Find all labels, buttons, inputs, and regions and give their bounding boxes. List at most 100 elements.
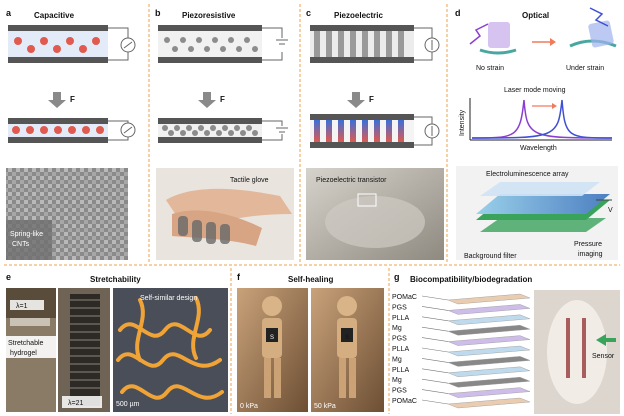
layer-label: POMaC (392, 398, 417, 405)
x-axis-label: Wavelength (520, 145, 557, 152)
layer-label: PGS (392, 304, 407, 311)
panel-d-title: Optical (522, 11, 549, 20)
force-label: F (220, 95, 225, 104)
photo-self-similar-design: Self-similar design 500 µm (113, 288, 228, 412)
layer-stack (447, 293, 531, 409)
layer-sheet (447, 366, 531, 378)
layer-sheet (447, 345, 531, 357)
layer-sheet (447, 356, 531, 367)
panel-e-title: Stretchability (90, 275, 141, 284)
panel-b-letter: b (155, 8, 161, 18)
right-caption: 50 kPa (314, 403, 336, 410)
hydrogel-label-line2: hydrogel (10, 350, 37, 357)
voltage-label: V (608, 207, 613, 214)
force-label: F (369, 95, 374, 104)
photo-tactile-glove: Tactile glove (156, 168, 294, 260)
layer-label: Mg (392, 356, 402, 363)
layer-label: Mg (392, 325, 402, 332)
panel-a-title: Capacitive (34, 11, 75, 20)
panel-g-title: Biocompatibility/biodegradation (410, 275, 532, 284)
panel-g: g Biocompatibility/biodegradation POMaCP… (392, 272, 620, 414)
force-arrow: F (347, 92, 374, 108)
piezo-compressed (310, 114, 440, 148)
layer-sheet (447, 397, 531, 409)
spectrum-peak-no-strain (471, 99, 613, 139)
svg-text:S: S (270, 335, 274, 341)
spectrum-plot: Intensity Wavelength (459, 98, 613, 152)
no-strain-label: No strain (476, 65, 504, 72)
layer-leader-line (421, 378, 449, 384)
panel-f: f Self-healing S 0 kPa S 50 kPa (237, 272, 384, 412)
panel-d-letter: d (455, 8, 461, 18)
layer-sheet (447, 376, 531, 388)
layer-leader-line (421, 347, 449, 353)
sensor-label: Sensor (592, 353, 615, 360)
y-axis-label: Intensity (459, 109, 466, 136)
force-arrow: F (48, 92, 75, 108)
capacitor-relaxed (8, 25, 136, 63)
layer-sheet (447, 324, 531, 336)
pressure-imaging-line2: imaging (578, 251, 603, 258)
electroluminescence-array: Electroluminescence array V Pressure ima… (456, 166, 618, 260)
panel-c-letter: c (306, 8, 311, 18)
spectrum-peak-under-strain (471, 99, 613, 139)
layer-leader-line (421, 316, 449, 322)
sensor-arrow-icon (596, 334, 616, 346)
layer-sheet (447, 314, 531, 326)
panel-d: d Optical No strain Under strain Laser m… (455, 7, 618, 260)
layer-label: PGS (392, 336, 407, 343)
panel-f-title: Self-healing (288, 275, 333, 284)
layer-leader-line (421, 389, 449, 394)
resistor-compressed (158, 118, 288, 143)
panel-b-title: Piezoresistive (182, 11, 236, 20)
layer-leader-line (421, 326, 449, 332)
layer-label: PLLA (392, 367, 409, 374)
under-strain-label: Under strain (566, 65, 604, 72)
panel-c: c Piezoelectric F (306, 8, 444, 260)
layer-leader-line (421, 358, 449, 363)
layer-label: PLLA (392, 346, 409, 353)
panel-e: e Stretchability λ=1 Stretchable hydroge… (6, 272, 228, 412)
photo-piezo-transistor: Piezoelectric transistor (306, 168, 444, 260)
lambda-1-label: λ=1 (16, 303, 28, 310)
panel-dividers (4, 4, 620, 414)
svg-text:S: S (345, 335, 349, 341)
capacitor-compressed (8, 118, 136, 143)
panel-b: b Piezoresistive F (155, 8, 294, 260)
layer-label: PLLA (392, 315, 409, 322)
layer-sheet (447, 304, 531, 315)
photo-rat-implant: Sensor (534, 290, 620, 414)
charge-row-top (14, 37, 100, 53)
photo-caption-line2: CNTs (12, 241, 30, 248)
layer-leader-line (421, 295, 449, 301)
laser-label: Laser mode moving (504, 87, 566, 94)
panel-a-letter: a (6, 8, 12, 18)
lambda-21-label: λ=21 (68, 400, 83, 407)
left-caption: 0 kPa (240, 403, 258, 410)
photo-hydrogel-stretched: λ=21 (58, 288, 110, 412)
hydrogel-label-line1: Stretchable (8, 340, 44, 347)
photo-hydrogel-relaxed: λ=1 Stretchable hydrogel (6, 288, 56, 412)
layer-leader-line (421, 337, 449, 342)
panel-e-letter: e (6, 272, 11, 282)
layer-leader-line (421, 399, 449, 405)
panel-c-title: Piezoelectric (334, 11, 383, 20)
panel-f-letter: f (237, 272, 241, 282)
layer-label: Mg (392, 377, 402, 384)
photo-caption-line1: Spring-like (10, 231, 43, 238)
layer-sheet (447, 335, 531, 346)
layer-label: POMaC (392, 294, 417, 301)
force-arrow: F (198, 92, 225, 108)
panel-a: a Capacitive F (6, 8, 136, 260)
layer-sheet (447, 387, 531, 398)
layer-leader-line (421, 306, 449, 311)
panel-g-letter: g (394, 272, 400, 282)
layer-label: PGS (392, 388, 407, 395)
resistor-relaxed (158, 25, 288, 63)
photo-caption: Tactile glove (230, 177, 269, 184)
piezo-relaxed (310, 25, 440, 63)
array-title: Electroluminescence array (486, 171, 569, 178)
pressure-imaging-line1: Pressure (574, 241, 602, 248)
